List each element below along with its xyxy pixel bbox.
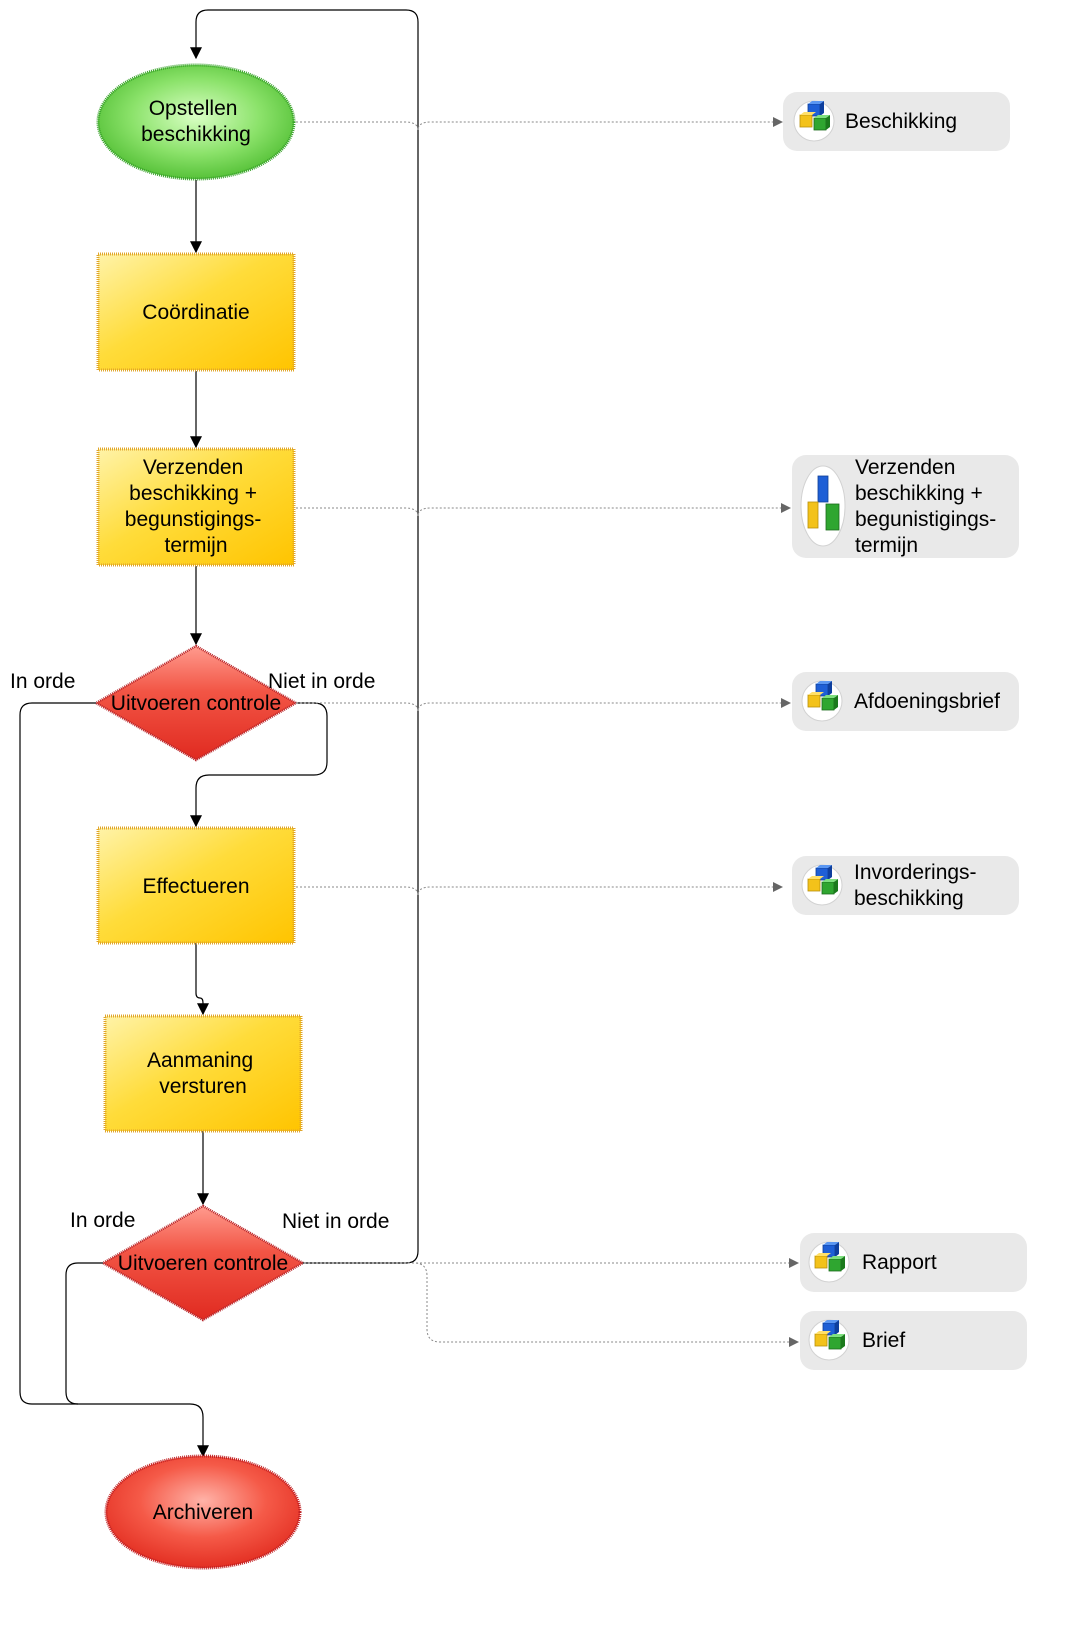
edge-label-in-orde: In orde bbox=[10, 670, 75, 693]
document-cubes-icon bbox=[793, 100, 835, 142]
document-label-line: Brief bbox=[862, 1329, 905, 1352]
node-label: Opstellen beschikking bbox=[141, 97, 251, 146]
svg-text:Verzenden beschikking +: Verzenden beschikking + begunstigings- t… bbox=[125, 456, 267, 557]
document-label-line: beschikking + bbox=[855, 482, 983, 505]
node-label-line: Uitvoeren controle bbox=[118, 1252, 288, 1275]
svg-text:Verzenden beschikking +: Verzenden beschikking + begunistigings- … bbox=[855, 456, 1002, 557]
node-aanmaning-versturen: Aanmaning versturen bbox=[103, 1014, 303, 1133]
edge-loop-back bbox=[190, 9, 419, 1264]
node-label-line: Aanmaning bbox=[147, 1049, 253, 1072]
svg-text:Rapport: Rapport bbox=[862, 1251, 937, 1274]
edge-controle2-brief bbox=[300, 1262, 799, 1347]
flow-edges bbox=[19, 9, 419, 1458]
svg-text:Effectueren: Effectueren bbox=[142, 875, 249, 898]
document-afdoeningsbrief: Afdoeningsbrief bbox=[792, 672, 1019, 731]
node-opstellen-beschikking: Opstellen beschikking bbox=[96, 63, 296, 181]
document-beschikking: Beschikking bbox=[783, 92, 1010, 151]
document-label-line: Rapport bbox=[862, 1251, 937, 1274]
node-label-line: beschikking bbox=[141, 123, 251, 146]
svg-text:Afdoeningsbrief: Afdoeningsbrief bbox=[854, 690, 1000, 713]
node-label-line: versturen bbox=[159, 1075, 247, 1098]
node-effectueren: Effectueren bbox=[96, 826, 296, 945]
document-invorderingsbeschikking: Invorderings- beschikking bbox=[792, 856, 1019, 915]
document-label-line: Verzenden bbox=[855, 456, 955, 479]
edge-controle2-in-orde bbox=[65, 1262, 103, 1405]
node-archiveren: Archiveren bbox=[104, 1454, 302, 1570]
document-cubes-icon bbox=[808, 1241, 850, 1283]
document-label-line: Beschikking bbox=[845, 110, 957, 133]
document-brief: Brief bbox=[800, 1311, 1027, 1370]
svg-text:Invorderings- beschikkin: Invorderings- beschikking bbox=[854, 861, 982, 910]
node-label-line: Archiveren bbox=[153, 1501, 253, 1524]
node-label-line: Uitvoeren controle bbox=[111, 692, 281, 715]
edge-verzenden-document bbox=[296, 503, 791, 517]
svg-text:Aanmaning versturen: Aanmaning versturen bbox=[147, 1049, 259, 1098]
svg-text:Uitvoeren controle: Uitvoeren controle bbox=[111, 692, 281, 715]
svg-text:Archiveren: Archiveren bbox=[153, 1501, 253, 1524]
node-label-line: Effectueren bbox=[142, 875, 249, 898]
svg-text:Uitvoeren controle: Uitvoeren controle bbox=[118, 1252, 288, 1275]
node-label-line: Opstellen bbox=[149, 97, 238, 120]
document-label-line: Afdoeningsbrief bbox=[854, 690, 1000, 713]
edge-labels: In orde Niet in orde In orde Niet in ord… bbox=[10, 670, 389, 1233]
svg-text:Coördinatie: Coördinatie bbox=[142, 301, 249, 324]
node-coordinatie: Coördinatie bbox=[96, 252, 296, 372]
edge-label-niet-in-orde: Niet in orde bbox=[282, 1210, 389, 1233]
document-verzenden-beschikking: Verzenden beschikking + begunistigings- … bbox=[792, 455, 1019, 558]
document-label-line: begunistigings- bbox=[855, 508, 996, 531]
edge-effectueren-aanmaning bbox=[195, 943, 209, 1016]
document-cubes-icon bbox=[801, 864, 843, 906]
edge-label-in-orde: In orde bbox=[70, 1209, 135, 1232]
edge-controle1-in-orde bbox=[19, 702, 209, 1458]
node-label-line: begunstigings- bbox=[125, 508, 262, 531]
node-label-line: termijn bbox=[164, 534, 227, 557]
document-label-line: Invorderings- bbox=[854, 861, 977, 884]
document-cubes-icon bbox=[800, 465, 846, 547]
node-verzenden-beschikking: Verzenden beschikking + begunstigings- t… bbox=[96, 447, 296, 567]
svg-text:Beschikking: Beschikking bbox=[845, 110, 957, 133]
document-label-line: beschikking bbox=[854, 887, 964, 910]
document-edges bbox=[296, 117, 799, 1347]
node-label-line: Verzenden bbox=[143, 456, 243, 479]
document-cubes-icon bbox=[808, 1319, 850, 1361]
document-label-line: termijn bbox=[855, 534, 918, 557]
document-cubes-icon bbox=[801, 680, 843, 722]
node-label-line: Coördinatie bbox=[142, 301, 249, 324]
document-rapport: Rapport bbox=[800, 1233, 1027, 1292]
node-label-line: beschikking + bbox=[129, 482, 257, 505]
edge-label-niet-in-orde: Niet in orde bbox=[268, 670, 375, 693]
edge-controle1-afdoeningsbrief bbox=[296, 698, 791, 712]
edge-controle1-niet-in-orde bbox=[190, 702, 328, 828]
edge-effectueren-invorderings bbox=[296, 882, 783, 896]
edge-opstellen-beschikking bbox=[296, 117, 783, 131]
node-uitvoeren-controle-2: Uitvoeren controle bbox=[100, 1204, 306, 1322]
svg-text:Brief: Brief bbox=[862, 1329, 905, 1352]
node-uitvoeren-controle-1: Uitvoeren controle bbox=[93, 644, 299, 762]
